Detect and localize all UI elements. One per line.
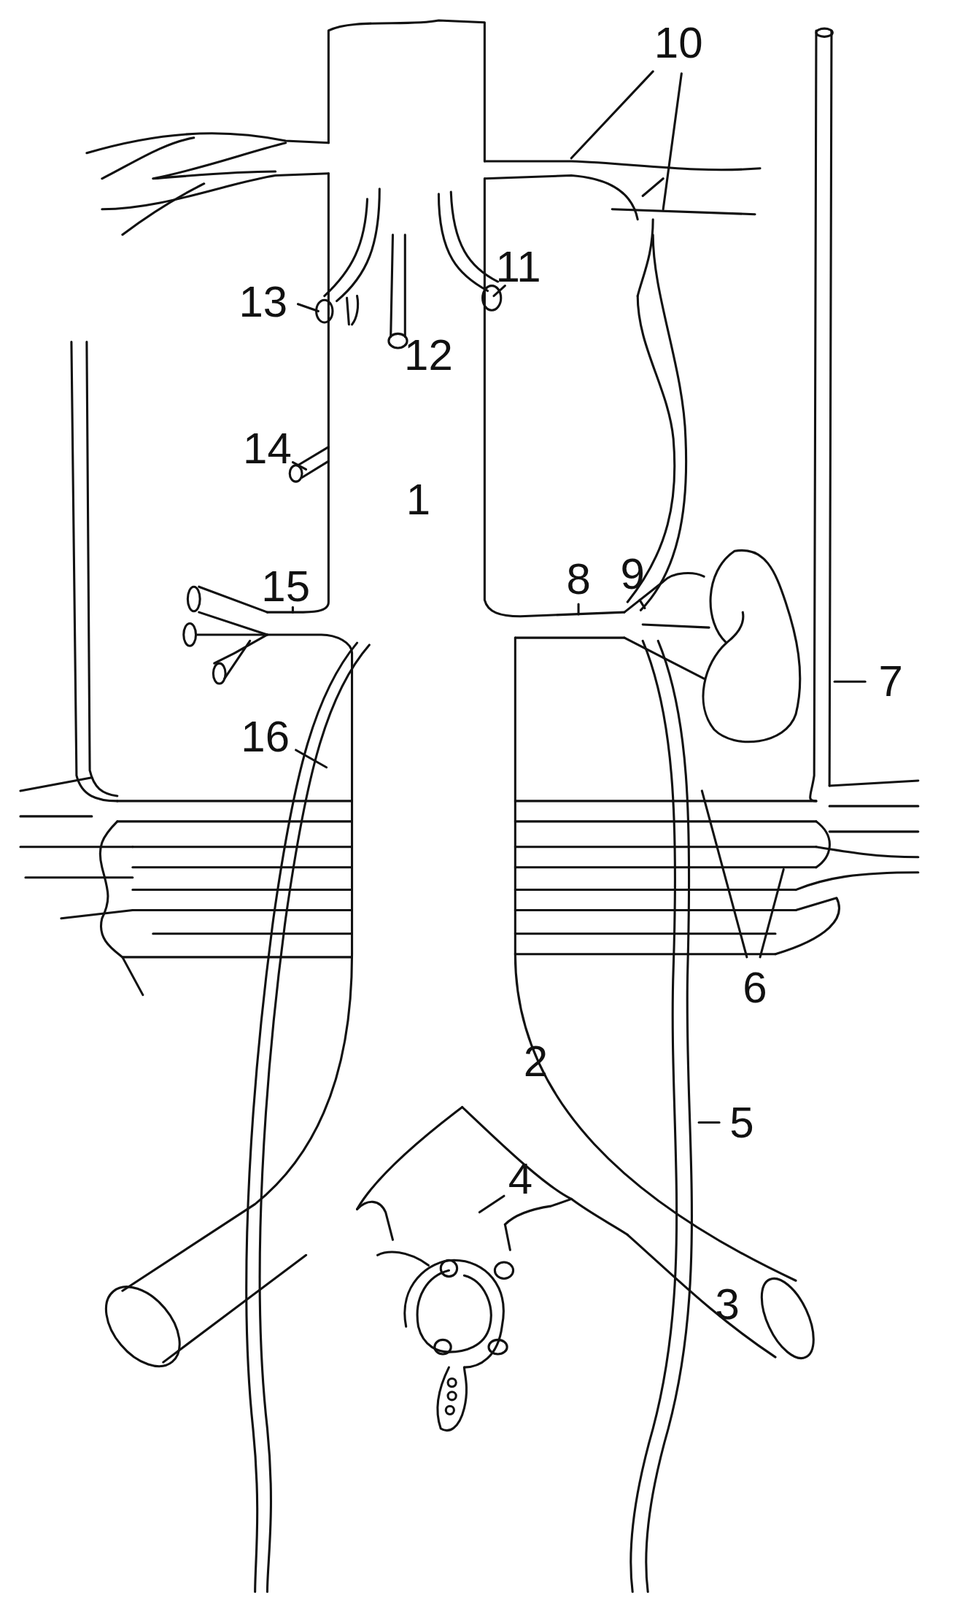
callout-number: 16 (240, 714, 290, 759)
callout-number: 1 (406, 477, 431, 522)
callout-number: 3 (715, 1282, 740, 1327)
callout-number: 4 (508, 1156, 533, 1201)
callout-number: 10 (654, 21, 704, 65)
callout-number: 15 (261, 564, 311, 609)
callout-number: 7 (878, 659, 903, 704)
callout-number: 2 (523, 1039, 548, 1084)
callout-number: 12 (404, 333, 453, 378)
callout-number: 13 (238, 280, 288, 324)
callout-number: 6 (742, 965, 767, 1010)
callout-number: 8 (566, 557, 591, 602)
callout-number: 14 (242, 426, 292, 471)
callout-number: 5 (729, 1100, 754, 1145)
callout-number: 11 (495, 245, 541, 289)
callout-number: 9 (620, 552, 645, 596)
